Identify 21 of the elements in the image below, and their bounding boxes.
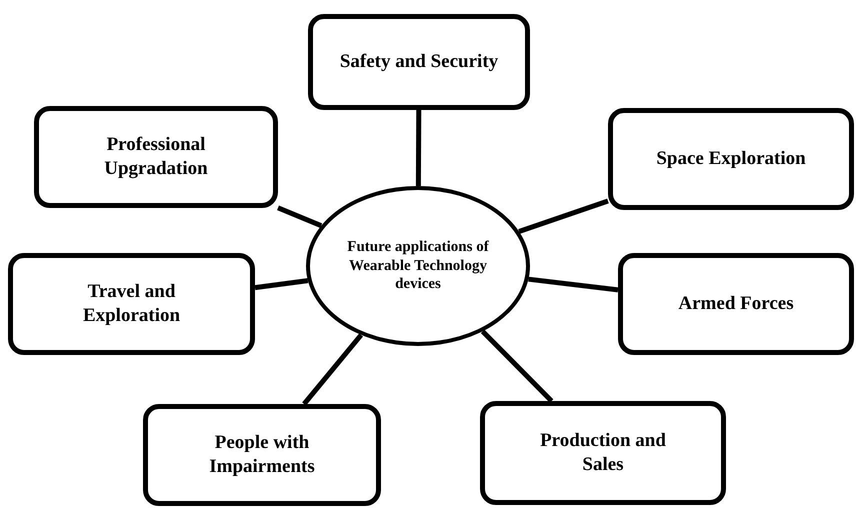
topic-box xyxy=(480,401,726,505)
topic-label: Safety and Security xyxy=(340,50,498,74)
connector-line xyxy=(528,276,618,292)
topic-label: People with Impairments xyxy=(208,431,316,479)
topic-label: Travel and Exploration xyxy=(82,280,182,328)
center-title: Future applications of Wearable Technology devices xyxy=(346,238,490,294)
topic-label: Production and Sales xyxy=(539,429,667,477)
topic-box xyxy=(608,108,854,210)
topic-box xyxy=(618,253,854,355)
topic-box xyxy=(143,404,381,506)
connector-line xyxy=(254,278,308,290)
topic-label: Professional Upgradation xyxy=(103,133,209,181)
topic-box xyxy=(34,106,278,208)
connector-line xyxy=(480,330,554,403)
topic-box xyxy=(8,253,255,355)
connector-line xyxy=(518,198,609,234)
topic-label: Armed Forces xyxy=(678,292,794,316)
connector-line xyxy=(302,333,364,406)
connector-line xyxy=(416,110,422,186)
topic-label: Space Exploration xyxy=(656,147,806,171)
topic-box xyxy=(308,14,530,110)
